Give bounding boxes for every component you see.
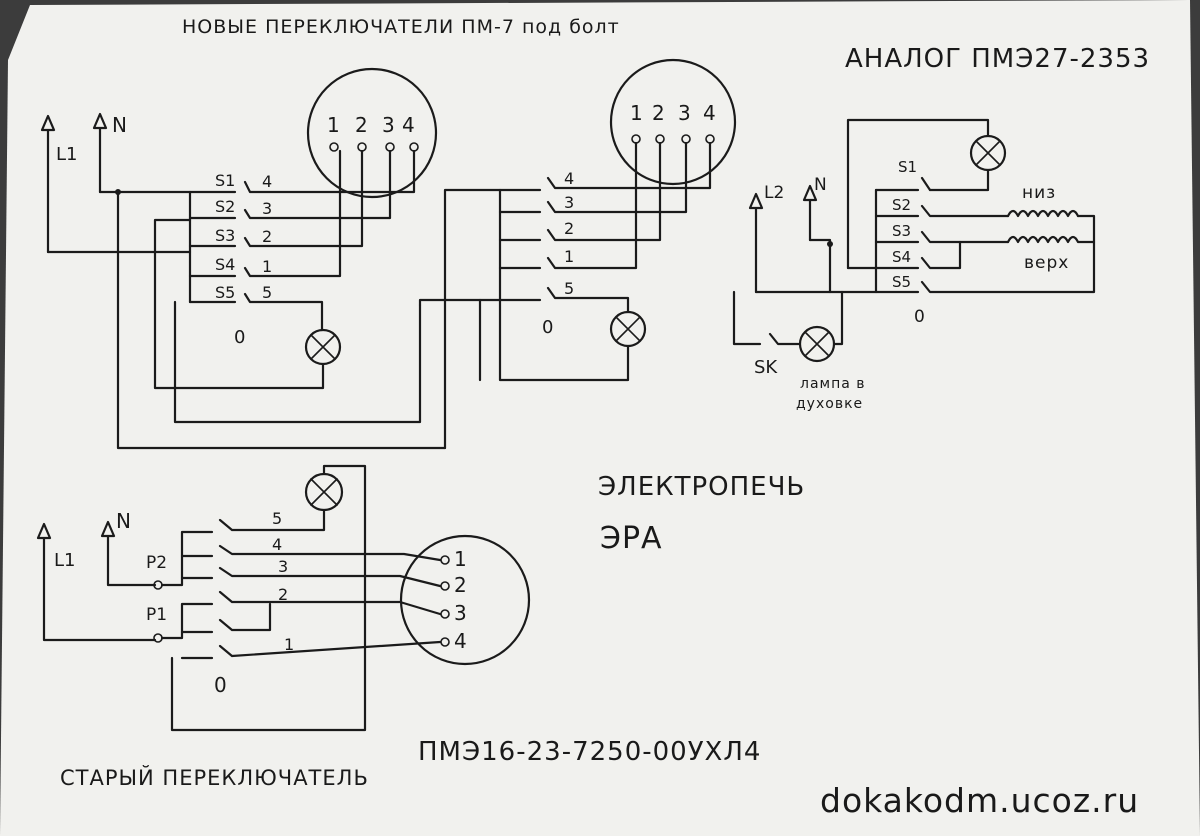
d1-wire-2: 2 <box>262 227 272 246</box>
d1-wire-3: 3 <box>262 199 272 218</box>
lamp-icon <box>609 310 647 348</box>
d1-switch-s4: S4 <box>215 255 235 274</box>
d2-wire-3: 3 <box>564 193 574 212</box>
top-title: НОВЫЕ ПЕРЕКЛЮЧАТЕЛИ ПМ-7 под болт <box>182 16 620 38</box>
d4-zero-label: 0 <box>214 673 227 697</box>
terminal-arrow-icon <box>40 114 56 254</box>
d1-terminal-3: 3 <box>382 113 395 137</box>
analog-label: АНАЛОГ ПМЭ27-2353 <box>845 44 1150 74</box>
d4-wire-5: 5 <box>272 509 282 528</box>
d2-switch-dial <box>609 58 737 186</box>
old-switch-label: СТАРЫЙ ПЕРЕКЛЮЧАТЕЛЬ <box>60 765 369 790</box>
d4-wire-1: 1 <box>284 635 294 654</box>
d3-lamp-label-2: духовке <box>796 396 863 412</box>
d1-switch-s2: S2 <box>215 197 235 216</box>
d3-l-label: L2 <box>764 183 784 203</box>
heater-icon <box>1006 235 1096 244</box>
terminal-arrow-icon <box>802 184 818 242</box>
d4-n-label: N <box>116 509 131 533</box>
d4-terminal-4: 4 <box>454 629 467 653</box>
d3-switch-s1: S1 <box>898 158 917 176</box>
heater-icon <box>1006 209 1080 218</box>
d1-wire-5: 5 <box>262 283 272 302</box>
d4-terminal-1: 1 <box>454 547 467 571</box>
diagram-3: L2 N S1 S2 S3 S4 S5 низ верх 0 SK <box>732 118 1096 412</box>
d3-n-label: N <box>814 175 827 195</box>
d4-terminal-3: 3 <box>454 601 467 625</box>
d1-switch-s5: S5 <box>215 283 235 302</box>
diagram-2: 1 2 3 4 4 3 2 1 5 0 <box>418 58 737 450</box>
d4-p1-label: P1 <box>146 605 167 625</box>
terminal-arrow-icon <box>100 520 157 587</box>
d1-n-label: N <box>112 113 127 137</box>
d4-p2-label: P2 <box>146 553 167 573</box>
d1-wire-1: 1 <box>262 257 272 276</box>
d3-switch-s3: S3 <box>892 222 911 240</box>
d2-wire-1: 1 <box>564 247 574 266</box>
oven-title: ЭЛЕКТРОПЕЧЬ <box>598 472 805 502</box>
diagram-1: L1 N 1 2 3 4 S1 S2 S3 S4 S5 4 3 2 1 5 <box>40 67 447 450</box>
d4-wire-3: 3 <box>278 557 288 576</box>
d3-switch-s4: S4 <box>892 248 911 266</box>
d2-terminal-4: 4 <box>703 101 716 125</box>
d3-heater-bottom-label: низ <box>1022 183 1056 203</box>
d4-wire-4: 4 <box>272 535 282 554</box>
d1-terminal-2: 2 <box>355 113 368 137</box>
terminal-arrow-icon <box>36 522 157 642</box>
d1-zero-label: 0 <box>234 327 245 348</box>
d2-wire-5: 5 <box>564 279 574 298</box>
d2-wire-2: 2 <box>564 219 574 238</box>
d2-terminal-1: 1 <box>630 101 643 125</box>
d4-l-label: L1 <box>54 550 75 571</box>
d1-switch-dial <box>306 67 438 199</box>
d3-lamp-label-1: лампа в <box>800 376 866 392</box>
d3-switch-s5: S5 <box>892 273 911 291</box>
d1-switch-s3: S3 <box>215 226 235 245</box>
website-label: dokakodm.ucoz.ru <box>820 781 1139 820</box>
diagram-4: L1 N P2 P1 5 4 3 2 1 0 1 2 3 4 <box>36 464 531 732</box>
d4-wire-2: 2 <box>278 585 288 604</box>
d2-terminal-2: 2 <box>652 101 665 125</box>
old-switch-model: ПМЭ16-23-7250-00УХЛ4 <box>418 737 761 767</box>
d3-switch-s2: S2 <box>892 196 911 214</box>
d1-terminal-4: 4 <box>402 113 415 137</box>
oven-model: ЭРА <box>600 521 663 556</box>
d3-zero-label: 0 <box>914 307 925 327</box>
d1-l-label: L1 <box>56 144 77 165</box>
d3-sk-label: SK <box>754 357 778 378</box>
d1-switch-s1: S1 <box>215 171 235 190</box>
d1-wire-4: 4 <box>262 172 272 191</box>
d3-heater-top-label: верх <box>1024 253 1069 273</box>
d2-wire-4: 4 <box>564 169 574 188</box>
terminal-arrow-icon <box>92 112 108 194</box>
d4-terminal-2: 2 <box>454 573 467 597</box>
d1-terminal-1: 1 <box>327 113 340 137</box>
d2-terminal-3: 3 <box>678 101 691 125</box>
d2-zero-label: 0 <box>542 317 553 338</box>
terminal-arrow-icon <box>748 192 764 294</box>
d4-switch-dial <box>399 534 531 666</box>
